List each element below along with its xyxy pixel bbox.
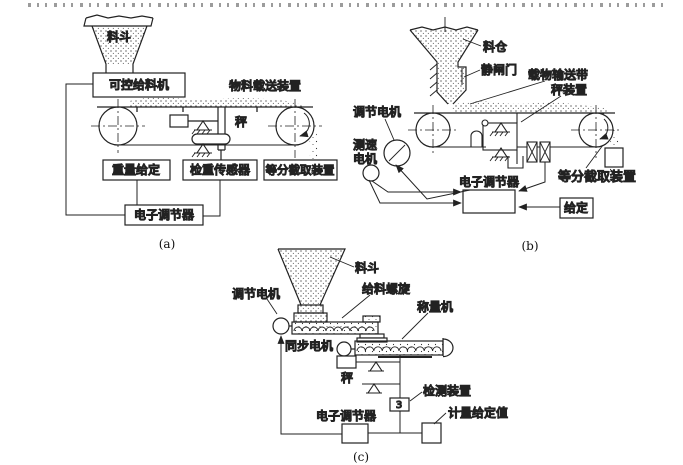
sync-motor-c [336,341,352,357]
wire-tacho-regulator-1 [371,180,462,196]
caption-c: (c) [353,450,369,464]
hopper-c-leader [329,256,355,268]
belt-leader-b [469,80,546,105]
setpoint-box-b [559,197,594,219]
scale-device-label: 秤装置 [551,83,587,97]
pulley-right-b [571,105,621,158]
weigher-conveyor [354,338,454,358]
feed-screw-leader [341,294,371,319]
scale-mechanism-a [169,107,231,160]
divider-label-a: 等分截取装置 [266,163,335,177]
sync-motor-label: 同步电机 [285,339,333,353]
wire-regulator-motor-c [277,335,342,435]
adjust-motor-label-c: 调节电机 [232,287,280,301]
regulator-label-a: 电子调节器 [134,208,194,222]
pulley-left-a [91,99,145,153]
cropped-text-remnant [28,3,664,7]
adjust-motor-leader-c [266,298,278,315]
divider-label-b: 等分截取装置 [558,169,636,185]
wire-sensor-regulator-b [518,162,546,192]
gate-leader [463,69,481,78]
regulator-label-b: 电子调节器 [459,175,519,189]
tacho-motor-label-1: 测速 [353,138,377,152]
hopper-a-label: 料斗 [107,30,131,44]
wire-sensor-regulator [203,180,221,217]
metering-setpoint-label: 计量给定值 [448,405,508,420]
silo-b [409,17,479,105]
hopper-c [277,248,346,323]
panel-a: 料斗 可控给料机 物料载送装置 [65,14,338,251]
divider-box-a [263,159,338,181]
detector-tag: 3 [396,400,402,411]
pulley-right-a [268,99,322,158]
adjust-motor-label-b: 调节电机 [353,105,401,119]
conveyor-label-a: 物料载送装置 [229,78,301,93]
panel-b: 料仓 静闸门 载物输送带 秤装置 [352,17,637,253]
silo-leader [462,38,482,47]
regulator-label-c: 电子调节器 [316,409,376,423]
feed-screw-label: 给料螺旋 [362,282,410,296]
belt-top-a [97,106,313,112]
tacho-motor-label-2: 电机 [353,152,377,166]
checkweigh-sensor-label: 检重传感器 [190,162,250,177]
pulley-left-b [408,105,458,155]
metering-setpoint-box [421,422,442,444]
divider-chute-b [604,147,624,168]
adjust-motor-c [272,317,290,335]
regulator-box-c [341,423,369,444]
scale-label-a: 秤 [235,115,247,129]
feeder-box [92,72,186,98]
panel-c: 料斗 调节电机 给料螺旋 同步电机 [231,248,509,464]
hopper-a [83,14,154,73]
wire-feeder-regulator [65,83,125,216]
feed-screw-conveyor [291,315,388,343]
wire-regulator-motor [395,164,471,200]
material-band [130,97,304,107]
scale-label-c: 秤 [341,371,353,385]
gate-label: 静闸门 [481,62,517,77]
tacho-motor-b [362,164,380,182]
detector-leader [409,391,423,402]
hopper-c-label: 料斗 [355,261,379,275]
wire-tacho-regulator-2 [368,179,462,207]
regulator-box-b [462,189,516,214]
weigher-label: 称量机 [417,300,453,314]
feeder-label: 可控给料机 [109,78,169,92]
divider-leader-b [585,144,604,169]
material-band-b [452,101,612,113]
weight-setpoint-label: 重量给定 [112,162,160,177]
caption-a: (a) [159,237,176,251]
belt-label-b: 载物输送带 [528,67,588,82]
adjust-motor-b [383,139,411,167]
detector-label: 检测装置 [423,383,471,398]
silo-label: 料仓 [483,40,507,54]
scale-device-leader [520,95,562,123]
scale-box-c [336,355,357,369]
belt-scale-device [467,113,551,169]
caption-b: (b) [521,239,538,253]
adjust-motor-leader [384,118,395,141]
metering-setpoint-leader [433,412,447,425]
setpoint-label-b: 给定 [564,200,588,215]
weigher-leader [401,312,429,340]
